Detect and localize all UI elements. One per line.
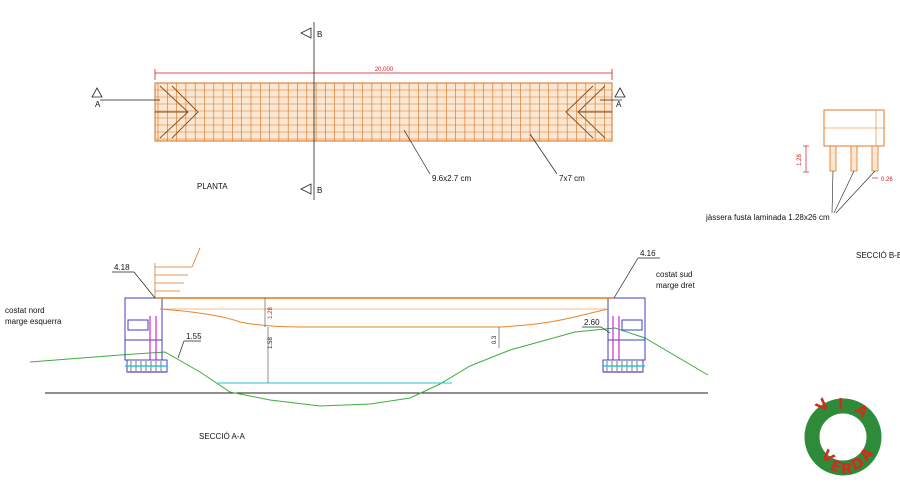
section-mark-b-top: B	[317, 30, 322, 39]
beam-soffit	[159, 308, 609, 328]
plank-size-label: 9.6x2.7 cm	[432, 174, 471, 183]
logo-ring	[804, 398, 882, 476]
water-level-left: 1.55	[177, 332, 202, 359]
water-level-right: 2.60	[582, 318, 611, 334]
post-size-label: 7x7 cm	[559, 174, 585, 183]
section-bb-title: SECCIÓ B-B	[856, 251, 900, 260]
section-arrow-a-left	[91, 87, 103, 98]
section-bb-beam-mid	[850, 145, 858, 172]
water-level-left-label: 1.55	[186, 332, 202, 341]
section-mark-a-left: A	[95, 100, 101, 109]
logo-letter-r: R	[841, 460, 853, 478]
left-bank-line2: marge esquerra	[5, 317, 62, 326]
beam-depth-label: 1.28	[268, 307, 274, 319]
beam-description-label: jàssera fusta laminada 1.28x26 cm	[705, 213, 830, 222]
level-left: 4.18	[112, 263, 156, 299]
logo-center	[820, 414, 866, 460]
left-steps	[154, 247, 201, 298]
plan-bracing	[155, 85, 612, 139]
left-bank-line1: costat nord	[5, 306, 45, 315]
right-bank-line2: marge dret	[656, 281, 695, 290]
plan-title: PLANTA	[197, 182, 228, 191]
section-bb-width-label: 0.26	[881, 177, 893, 183]
via-verda-logo: V I A V E R D A	[804, 395, 882, 478]
section-arrow-a-right	[614, 87, 626, 98]
post-leader-line	[529, 133, 558, 175]
terrain-profile	[29, 327, 709, 407]
anchor-right	[604, 316, 642, 373]
anchor-left	[128, 316, 166, 373]
small-dim-label: 0.3	[492, 335, 498, 344]
level-left-label: 4.18	[114, 263, 130, 272]
section-arrow-b-top	[300, 27, 312, 39]
level-right: 4.16	[613, 249, 660, 299]
section-mark-a-right: A	[616, 100, 622, 109]
plank-leader-line	[403, 129, 431, 175]
plan-view: 20,000 A A B B 9.6x2.7 cm	[91, 22, 626, 200]
section-bb-beam-leaders	[831, 170, 876, 214]
section-mark-b-bottom: B	[317, 186, 322, 195]
right-bank-line1: costat sud	[656, 270, 692, 279]
plan-longitudinal-planks	[155, 89, 612, 140]
section-bb-height-label: 1.28	[797, 154, 803, 166]
clearance-label: 1.58	[268, 337, 274, 349]
section-arrow-b-bottom	[300, 183, 312, 195]
section-bb: 1.28 0.26 jàssera fusta laminada 1.28x26…	[705, 109, 900, 260]
plan-length-dimension	[154, 69, 613, 80]
section-bb-beam-left	[829, 145, 837, 172]
level-right-label: 4.16	[640, 249, 656, 258]
section-aa-title: SECCIÓ A-A	[199, 432, 245, 441]
section-bb-beam-right	[871, 145, 879, 172]
plan-length-label: 20,000	[375, 67, 394, 73]
section-aa: 1.28 1.58 0.3 4.18 4.16 1.55 2.60 costat…	[5, 247, 709, 441]
water-level-right-label: 2.60	[584, 318, 600, 327]
plan-deck-outline	[154, 82, 613, 142]
logo-letter-i: I	[838, 395, 844, 413]
